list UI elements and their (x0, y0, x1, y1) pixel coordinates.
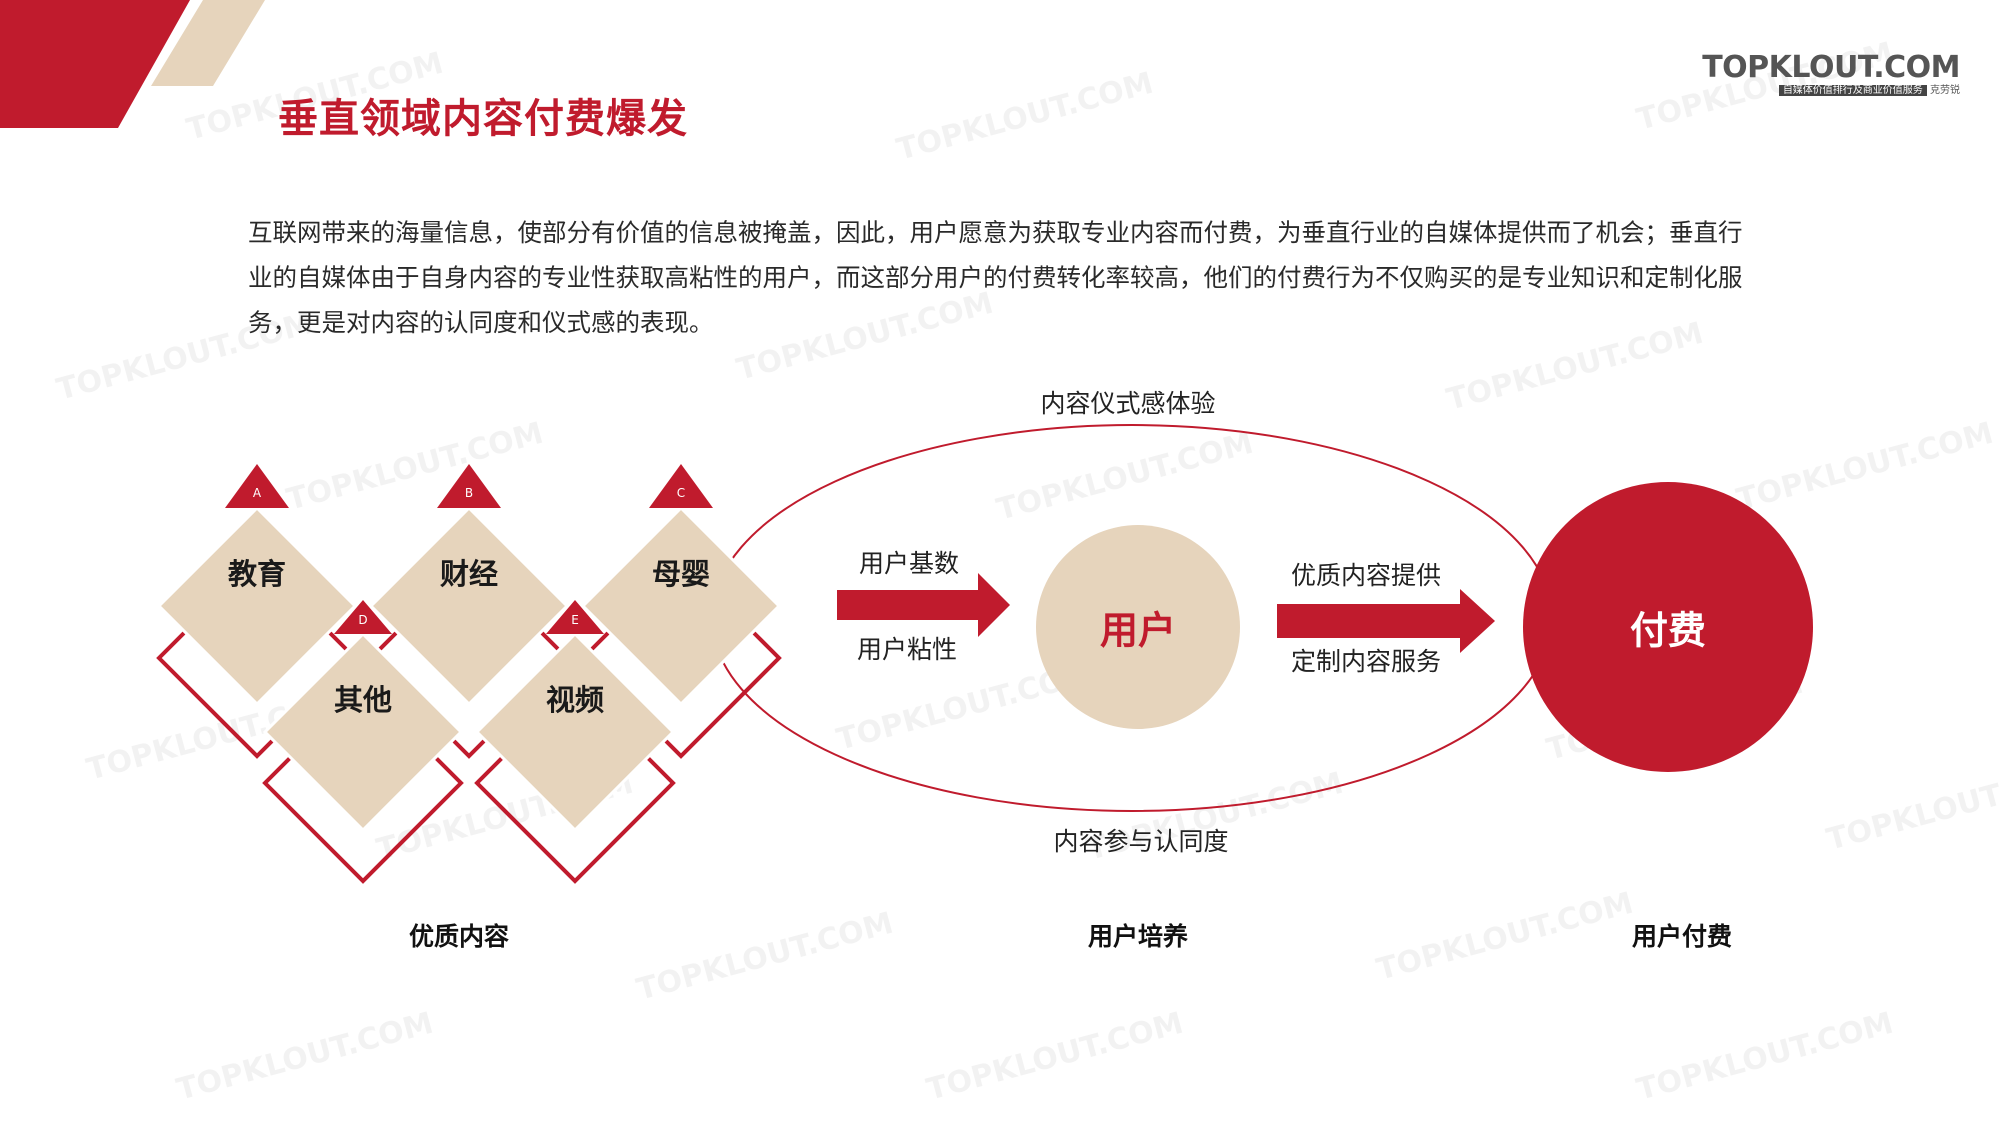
diamond-label-education: 教育 (227, 557, 287, 591)
payment-circle-label: 付费 (1629, 608, 1707, 653)
tab-triangle-e (546, 600, 604, 634)
diamond-letter-d: D (358, 613, 368, 627)
diamond-video (474, 600, 676, 884)
brand-tagline: 自媒体价值排行及商业价值服务 克劳锐 (1702, 84, 1960, 98)
corner-beige-band (151, 0, 265, 86)
stage-label-quality-content: 优质内容 (408, 922, 510, 951)
user-circle (1036, 525, 1240, 729)
diamond-other (262, 600, 464, 884)
ellipse-top-label: 内容仪式感体验 (1040, 389, 1216, 418)
diamond-letter-c: C (676, 486, 686, 500)
arrow1-bottom-label: 用户粘性 (856, 635, 958, 664)
diamond-label-other: 其他 (333, 683, 393, 717)
arrow1-top-label: 用户基数 (858, 549, 960, 578)
diamond-label-maternal: 母婴 (651, 557, 711, 591)
corner-red-band (0, 0, 190, 128)
tab-triangle-c (649, 464, 713, 508)
diamond-letter-b: B (464, 486, 474, 500)
arrow-content-to-user (837, 573, 1010, 637)
brand-logo: TOPKLOUT.COM 自媒体价值排行及商业价值服务 克劳锐 (1702, 52, 1960, 98)
diamond-maternal (580, 464, 782, 759)
tab-triangle-a (225, 464, 289, 508)
diamond-finance (368, 464, 570, 759)
diamond-education (156, 464, 358, 759)
intro-paragraph: 互联网带来的海量信息，使部分有价值的信息被掩盖，因此，用户愿意为获取专业内容而付… (248, 218, 1743, 337)
diamond-letter-e: E (571, 613, 579, 627)
stage-label-user-payment: 用户付费 (1631, 922, 1733, 951)
ellipse-bottom-label: 内容参与认同度 (1053, 827, 1229, 856)
diamond-label-video: 视频 (545, 683, 605, 717)
diamond-letter-a: A (252, 486, 262, 500)
arrow2-top-label: 优质内容提供 (1290, 561, 1442, 590)
tab-triangle-b (437, 464, 501, 508)
payment-circle (1523, 482, 1813, 772)
arrow2-bottom-label: 定制内容服务 (1290, 647, 1442, 676)
diamond-label-finance: 财经 (439, 557, 499, 591)
tab-triangle-d (334, 600, 392, 634)
brand-name: TOPKLOUT.COM (1702, 50, 1960, 85)
user-circle-label: 用户 (1099, 608, 1177, 653)
page-title: 垂直领域内容付费爆发 (278, 96, 688, 142)
stage-label-user-cultivation: 用户培养 (1087, 922, 1189, 951)
arrow-user-to-payment (1277, 589, 1495, 653)
